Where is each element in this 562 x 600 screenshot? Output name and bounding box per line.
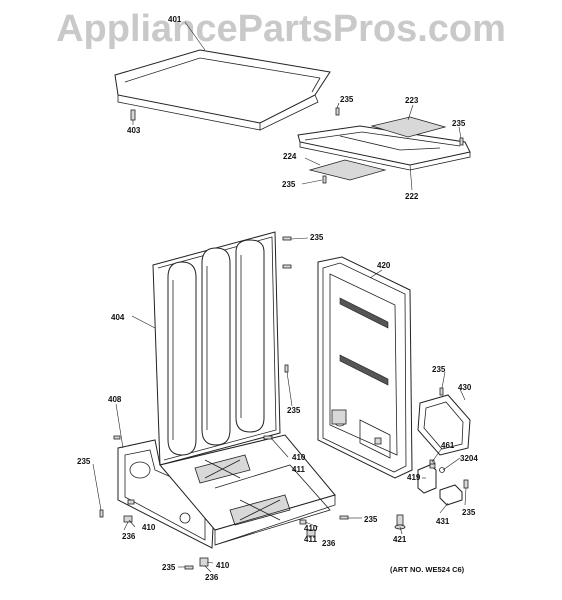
art-number: (ART NO. WE524 C6) [390, 565, 465, 574]
leveling-leg-421[interactable] [394, 514, 406, 530]
callout-235-panel: 235 [310, 233, 324, 242]
screw-403[interactable] [130, 109, 136, 125]
callout-408: 408 [108, 395, 122, 404]
panel-screws[interactable] [282, 236, 292, 373]
callout-236-bottom: 236 [205, 573, 219, 582]
bracket-431[interactable] [439, 479, 469, 506]
callout-420: 420 [377, 261, 391, 270]
callout-235-left: 235 [77, 457, 91, 466]
callout-419: 419 [407, 473, 421, 482]
callout-236-left: 236 [122, 532, 136, 541]
callout-431: 431 [436, 517, 450, 526]
callout-222: 222 [405, 192, 419, 201]
callout-235-door: 235 [432, 365, 446, 374]
callout-410-left: 410 [142, 523, 156, 532]
top-panel[interactable] [114, 49, 331, 131]
callout-235-bottom: 235 [162, 563, 176, 572]
callout-236-right: 236 [322, 539, 336, 548]
callout-235-top-b: 235 [452, 119, 466, 128]
callout-235-base: 235 [364, 515, 378, 524]
callout-430: 430 [458, 383, 472, 392]
cover-plate-224[interactable] [308, 159, 387, 181]
screw-235-door[interactable] [439, 387, 444, 396]
callout-3204: 3204 [460, 454, 478, 463]
callout-461: 461 [441, 441, 455, 450]
callout-235-top-c: 235 [282, 180, 296, 189]
feet-and-screws-base[interactable] [99, 435, 349, 570]
callout-411-upper: 411 [292, 465, 305, 474]
cover-plate-223[interactable] [370, 116, 447, 138]
callout-235-mid: 235 [287, 406, 301, 415]
callout-410-right: 410 [304, 524, 318, 533]
front-panel[interactable] [317, 256, 413, 479]
callout-235-right: 235 [462, 508, 476, 517]
callout-235-top-a: 235 [340, 95, 354, 104]
callout-411-right: 411 [304, 535, 317, 544]
screws-top[interactable] [322, 107, 464, 184]
callout-224: 224 [283, 152, 297, 161]
lamp-bracket-419[interactable] [417, 462, 437, 494]
callout-223: 223 [405, 96, 419, 105]
callout-410-bottom: 410 [216, 561, 230, 570]
duct-bracket-430[interactable] [417, 394, 471, 456]
watermark-text: AppliancePartsPros.com [56, 8, 506, 50]
leader-lines [92, 21, 467, 573]
cabinet-base[interactable] [117, 434, 336, 549]
top-frame-bracket[interactable] [297, 125, 471, 171]
callout-410-upper: 410 [292, 453, 306, 462]
callout-404: 404 [111, 313, 125, 322]
cabinet-panel[interactable] [152, 231, 281, 466]
part-3204[interactable] [439, 467, 445, 473]
callout-403: 403 [127, 126, 141, 135]
callout-401: 401 [168, 15, 182, 24]
callout-421: 421 [393, 535, 407, 544]
